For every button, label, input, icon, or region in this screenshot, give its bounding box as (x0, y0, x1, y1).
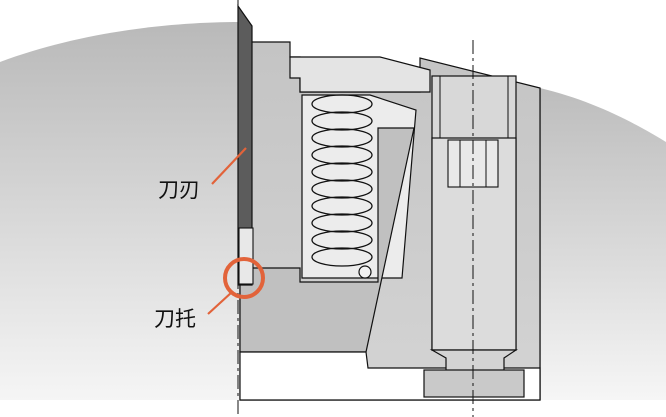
blade-label: 刀刃 (158, 178, 200, 202)
right-body-shade (540, 88, 666, 400)
holder-leader-line (207, 291, 233, 315)
blade-leader-line (211, 147, 247, 185)
bolt-foot (423, 369, 525, 398)
holder-highlight-circle (223, 257, 265, 299)
blade (237, 4, 253, 286)
left-body-shade (0, 22, 240, 400)
clamp-cap (289, 56, 431, 93)
holder-label: 刀托 (154, 307, 196, 331)
blade-holder (238, 227, 254, 285)
coil-spring (311, 94, 373, 267)
spring-end-pin (358, 265, 372, 279)
